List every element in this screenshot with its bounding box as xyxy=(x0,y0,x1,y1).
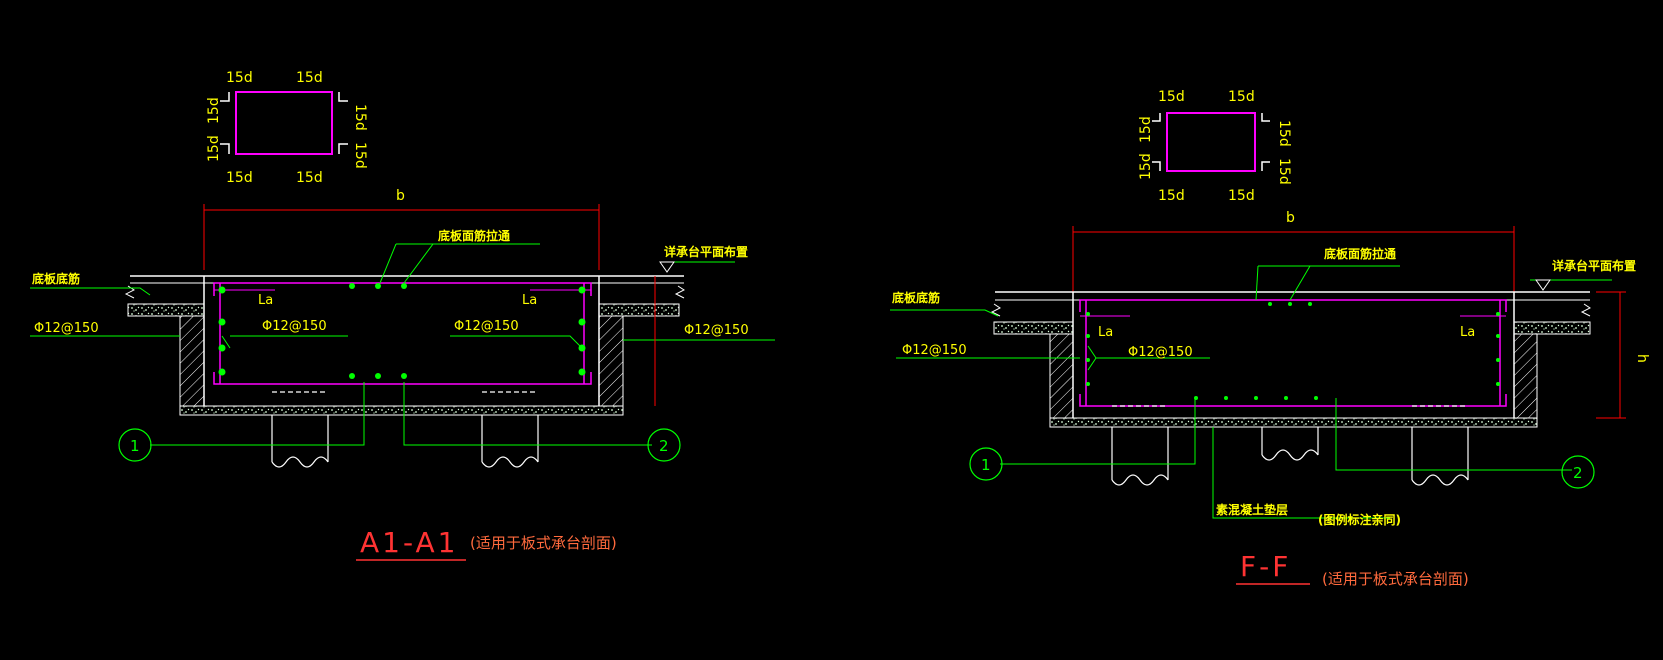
anchor-label: La xyxy=(1098,325,1113,340)
corner-label: 15d xyxy=(226,170,253,186)
axis-label: 1 xyxy=(981,456,991,474)
corner-label: 15d xyxy=(1228,89,1255,105)
corner-label: 15d xyxy=(1138,153,1154,180)
corner-label: 15d xyxy=(352,142,368,169)
corner-label: 15d xyxy=(206,135,222,162)
rebar-label: Φ12@150 xyxy=(454,319,519,334)
anchor-label: La xyxy=(258,293,273,308)
dimension-b-f: b xyxy=(1072,210,1515,292)
corner-label: 15d xyxy=(206,97,222,124)
section-subtitle: (适用于板式承台剖面) xyxy=(1322,570,1469,588)
pile-cap-f xyxy=(990,291,1591,428)
cushion-ref: (图例标注亲同) xyxy=(1318,512,1401,527)
axis-marker-1-f: 1 xyxy=(969,447,1003,481)
bottom-bar-note: 底板底筋 xyxy=(892,290,940,305)
rebar-label: Φ12@150 xyxy=(34,321,99,336)
section-subtitle: (适用于板式承台剖面) xyxy=(470,534,617,552)
rebar-cage-a xyxy=(213,282,592,385)
anchor-label: La xyxy=(1460,325,1475,340)
corner-detail-f: 15d 15d 15d 15d 15d 15d 15d 15d xyxy=(1138,89,1292,204)
section-f: 15d 15d 15d 15d 15d 15d 15d 15d b xyxy=(890,89,1650,588)
rebar-label: Φ12@150 xyxy=(262,319,327,334)
leaders-a xyxy=(30,243,775,446)
width-label: b xyxy=(396,188,405,204)
leaders-f xyxy=(890,265,1612,519)
rebar-label: Φ12@150 xyxy=(902,343,967,358)
pile-cap-a xyxy=(124,275,685,416)
width-label: b xyxy=(1286,210,1295,226)
section-title: A1-A1 xyxy=(360,526,458,559)
dimension-h-f: h xyxy=(1596,291,1650,419)
dimension-b-a: b xyxy=(203,188,600,270)
axis-label: 2 xyxy=(659,437,669,455)
axis-label: 2 xyxy=(1573,464,1583,482)
cushion-note: 素混凝土垫层 xyxy=(1216,502,1288,517)
corner-label: 15d xyxy=(296,70,323,86)
corner-label: 15d xyxy=(1228,188,1255,204)
corner-label: 15d xyxy=(1138,116,1154,143)
section-a1: 15d 15d 15d 15d 15d 15d 15d 15d b xyxy=(30,70,775,561)
corner-detail-a: 15d 15d 15d 15d 15d 15d 15d 15d xyxy=(206,70,368,186)
corner-label: 15d xyxy=(1276,120,1292,147)
axis-marker-2-a: 2 xyxy=(647,428,681,462)
slab-note: 详承台平面布置 xyxy=(664,244,748,259)
rebar-label: Φ12@150 xyxy=(684,323,749,338)
piles-a xyxy=(271,391,539,468)
rebar-cage-f xyxy=(1079,299,1507,407)
anchor-label: La xyxy=(522,293,537,308)
corner-label: 15d xyxy=(1158,89,1185,105)
corner-label: 15d xyxy=(226,70,253,86)
axis-marker-2-f: 2 xyxy=(1561,455,1595,489)
top-bar-note: 底板面筋拉通 xyxy=(1324,246,1396,261)
corner-label: 15d xyxy=(352,104,368,131)
piles-f xyxy=(1111,405,1469,486)
top-bar-note: 底板面筋拉通 xyxy=(438,228,510,243)
height-label: h xyxy=(1634,354,1650,363)
slab-note: 详承台平面布置 xyxy=(1552,258,1636,273)
section-title: F-F xyxy=(1240,550,1291,583)
corner-label: 15d xyxy=(296,170,323,186)
corner-label: 15d xyxy=(1158,188,1185,204)
axis-marker-1-a: 1 xyxy=(118,428,152,462)
axis-label: 1 xyxy=(130,437,140,455)
bottom-bar-note: 底板底筋 xyxy=(32,271,80,286)
rebar-label: Φ12@150 xyxy=(1128,345,1193,360)
corner-label: 15d xyxy=(1276,158,1292,185)
